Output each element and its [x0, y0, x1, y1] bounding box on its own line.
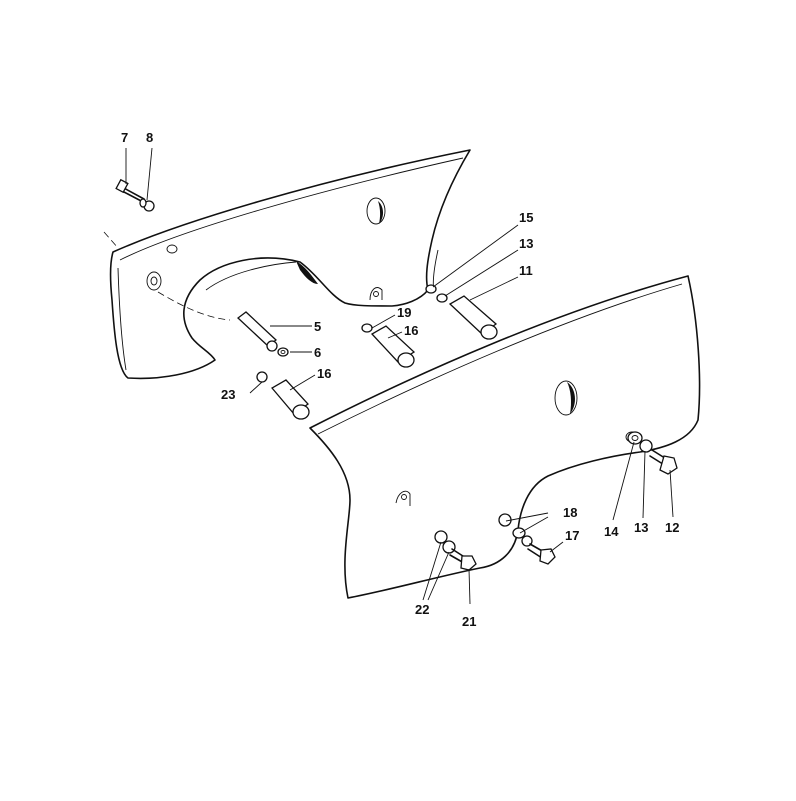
callout-5: 5: [314, 319, 321, 334]
callout-22: 22: [415, 602, 429, 617]
washer-14: [627, 431, 643, 445]
callout-14: 14: [604, 524, 619, 539]
washer-23: [256, 371, 268, 383]
spacer-16-lower: [270, 379, 310, 420]
nut-8: [139, 198, 155, 212]
callout-18: 18: [563, 505, 577, 520]
callout-12: 12: [665, 520, 679, 535]
bolt-21: [449, 548, 477, 571]
spacer-11: [448, 295, 498, 340]
callout-13-lower: 13: [634, 520, 648, 535]
left-side-panel: [103, 149, 471, 380]
washer-13-lower: [639, 439, 653, 453]
callout-6: 6: [314, 345, 321, 360]
callout-labels: 7 8 15 13 11 5 19 16 6 23 16 18 17 14 13…: [121, 130, 679, 629]
callout-23: 23: [221, 387, 235, 402]
spacer-16-upper: [370, 325, 416, 368]
callout-11: 11: [519, 263, 533, 278]
washer-6: [277, 347, 289, 357]
washer-13-upper: [436, 293, 448, 303]
bolt-12: [649, 449, 678, 475]
callout-8: 8: [146, 130, 153, 145]
callout-16-upper: 16: [404, 323, 418, 338]
callout-15: 15: [519, 210, 533, 225]
callout-7: 7: [121, 130, 128, 145]
callout-17: 17: [565, 528, 579, 543]
bolt-17: [527, 543, 556, 565]
callout-19: 19: [397, 305, 411, 320]
washer-19: [361, 323, 373, 333]
callout-16-lower: 16: [317, 366, 331, 381]
callout-21: 21: [462, 614, 476, 629]
spacer-5: [236, 311, 278, 352]
leader-lines: [125, 147, 674, 605]
callout-13-upper: 13: [519, 236, 533, 251]
